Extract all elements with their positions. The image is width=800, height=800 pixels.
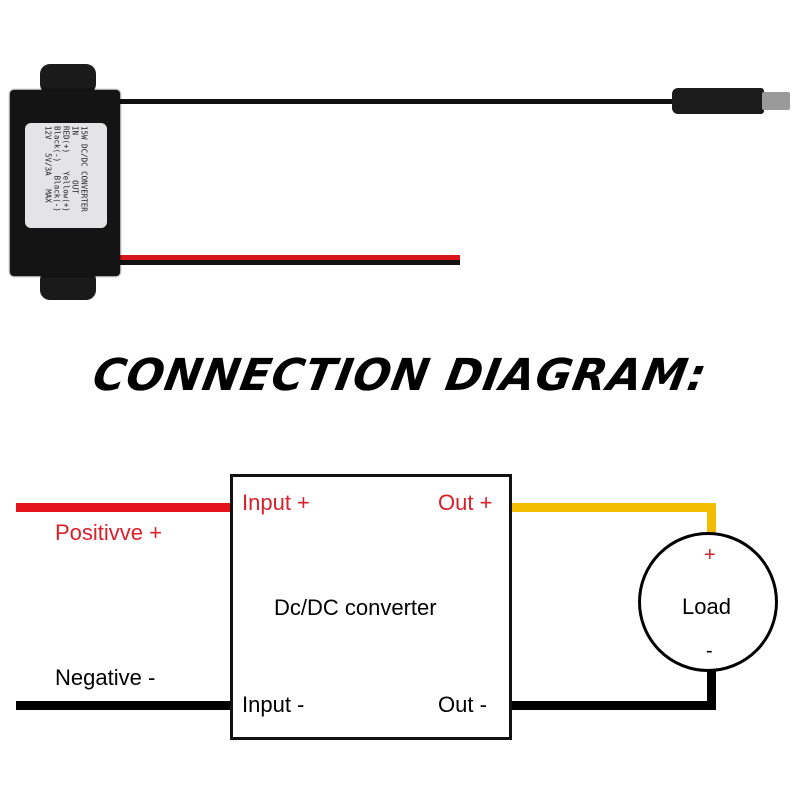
black-input-wire [110, 260, 460, 265]
output-positive-wire-down [707, 503, 716, 539]
page-title: CONNECTION DIAGRAM: [89, 350, 711, 401]
output-negative-wire [510, 701, 716, 710]
negative-wire [16, 701, 232, 710]
micro-usb-plug [762, 92, 790, 110]
input-positive-label: Input + [242, 490, 310, 515]
usb-cable [110, 99, 680, 104]
output-positive-wire [510, 503, 716, 512]
positive-label: Positivve + [55, 520, 162, 545]
load-circle [638, 532, 778, 672]
output-negative-wire-up [707, 670, 716, 710]
load-label: Load [682, 594, 731, 619]
load-plus-label: + [704, 544, 716, 566]
red-input-wire [110, 255, 460, 260]
converter-box [230, 474, 512, 740]
output-negative-label: Out - [438, 692, 487, 717]
mount-ear-top [40, 64, 96, 94]
load-minus-label: - [706, 640, 713, 662]
converter-label: Dc/DC converter [274, 595, 437, 620]
positive-wire [16, 503, 232, 512]
micro-usb-connector [672, 88, 764, 114]
negative-label: Negative - [55, 665, 156, 690]
output-positive-label: Out + [438, 490, 493, 515]
label-line: 15W DC/DC CONVERTER [79, 125, 89, 212]
label-line: IN OUT [70, 125, 80, 194]
label-line: RED(+) Yellow(+) [61, 125, 71, 212]
label-line: 12V 5V/3A MAX [43, 125, 53, 203]
input-negative-label: Input - [242, 692, 305, 717]
label-line: Black(-) Black(-) [52, 125, 62, 212]
